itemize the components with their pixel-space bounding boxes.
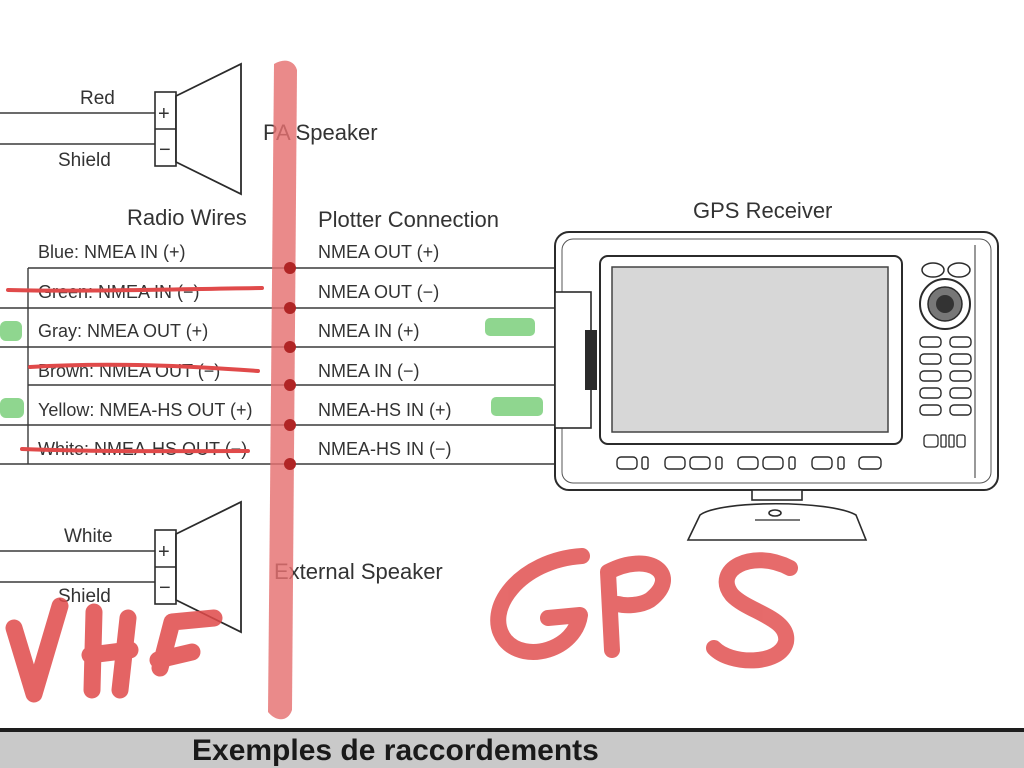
- junction-dots: [284, 262, 296, 470]
- ext-wire-shield-label: Shield: [58, 586, 111, 607]
- radio-wire-labels: Blue: NMEA IN (+) Green: NMEA IN (−) Gra…: [38, 242, 253, 459]
- gps-mount-stand: [686, 489, 868, 541]
- green-highlights: [0, 318, 543, 418]
- radio-wire-row: White: NMEA-HS OUT (−): [38, 439, 247, 459]
- plotter-connection-row: NMEA OUT (+): [318, 242, 439, 262]
- pa-wire-shield-label: Shield: [58, 150, 111, 171]
- external-speaker-cone: [175, 500, 242, 634]
- plotter-connection-row: NMEA-HS IN (−): [318, 439, 452, 459]
- green-marker-left-yellow: [0, 398, 24, 418]
- red-marker-vertical-bar: [268, 60, 297, 720]
- plotter-connection-row: NMEA-HS IN (+): [318, 400, 452, 420]
- strike-green-wire: [6, 286, 264, 293]
- footer-bar: Exemples de raccordements: [0, 728, 1024, 768]
- ext-minus-sign: −: [159, 577, 171, 599]
- gps-receiver-device: [554, 231, 999, 541]
- gps-receiver-label: GPS Receiver: [693, 198, 832, 223]
- red-strikethroughs: [6, 286, 264, 454]
- radio-wires-heading: Radio Wires: [127, 205, 247, 230]
- radio-wire-row: Blue: NMEA IN (+): [38, 242, 186, 262]
- strike-brown-wire: [28, 362, 260, 373]
- plotter-connection-row: NMEA IN (+): [318, 321, 420, 341]
- ext-wire-white-label: White: [64, 526, 113, 547]
- plotter-connection-row: NMEA IN (−): [318, 361, 420, 381]
- plotter-connection-row: NMEA OUT (−): [318, 282, 439, 302]
- external-speaker: + − White Shield External Speaker: [0, 500, 443, 634]
- handwritten-gps: [490, 548, 798, 669]
- pa-minus-sign: −: [159, 139, 171, 161]
- pa-plus-sign: +: [158, 103, 170, 125]
- ext-plus-sign: +: [158, 541, 170, 563]
- gps-button: [921, 262, 945, 278]
- pa-wire-red-label: Red: [80, 88, 115, 109]
- radio-wire-row: Gray: NMEA OUT (+): [38, 321, 208, 341]
- gps-connector-plug: [585, 330, 597, 390]
- gps-bottom-keys: [616, 456, 882, 470]
- green-marker-right-nmea-in: [485, 318, 535, 336]
- radio-wire-row: Yellow: NMEA-HS OUT (+): [38, 400, 253, 420]
- plotter-connection-labels: NMEA OUT (+) NMEA OUT (−) NMEA IN (+) NM…: [318, 242, 452, 459]
- gps-button: [947, 262, 971, 278]
- green-marker-left-gray: [0, 321, 22, 341]
- pa-speaker-cone: [175, 62, 242, 196]
- green-marker-right-nmea-hs-in: [491, 397, 543, 416]
- gps-side-keypad: [919, 336, 972, 416]
- footer-title: Exemples de raccordements: [192, 734, 599, 767]
- gps-small-keys: [923, 434, 966, 448]
- pa-speaker: + − Red Shield PA Speaker: [0, 62, 378, 196]
- external-speaker-label: External Speaker: [274, 559, 443, 584]
- plotter-connection-heading: Plotter Connection: [318, 207, 499, 232]
- gps-screen: [611, 266, 889, 433]
- strike-white-wire: [20, 447, 250, 454]
- handwritten-vhf: [5, 597, 223, 703]
